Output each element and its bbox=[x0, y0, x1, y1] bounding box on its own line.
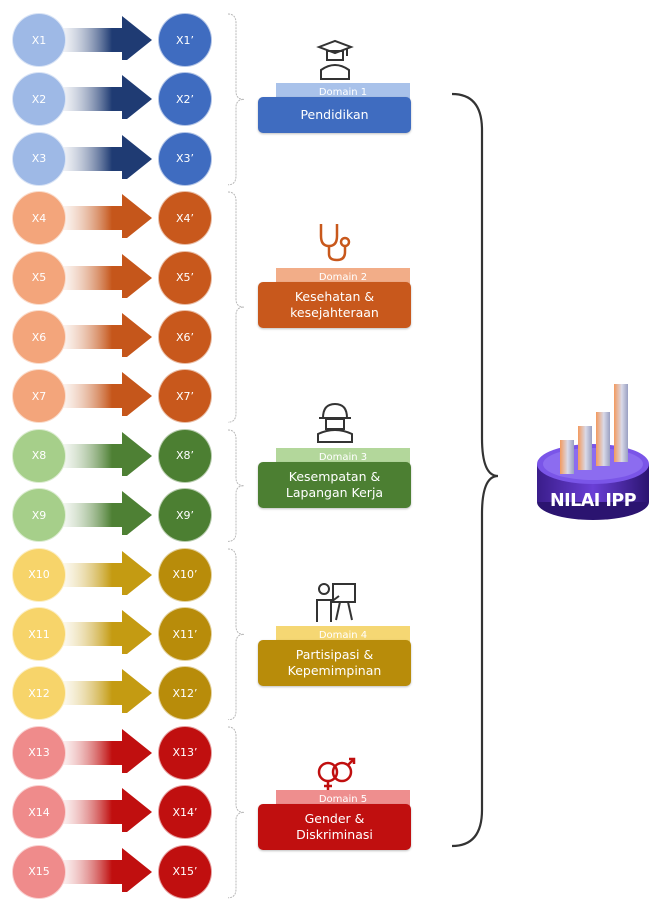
presenter-icon bbox=[316, 583, 356, 622]
input-node: X2 bbox=[12, 72, 66, 127]
domain-tab: Domain 2 bbox=[276, 268, 410, 286]
flow-arrow bbox=[52, 194, 152, 239]
group-brace bbox=[227, 13, 245, 186]
output-node: X12’ bbox=[158, 666, 212, 721]
output-node: X4’ bbox=[158, 191, 212, 246]
output-node: X1’ bbox=[158, 13, 212, 67]
domain-box: Pendidikan bbox=[258, 97, 411, 133]
output-node: X2’ bbox=[158, 72, 212, 127]
graduate-icon bbox=[316, 39, 354, 80]
group-brace bbox=[227, 429, 245, 542]
nilai-ipp-label: NILAI IPP bbox=[549, 491, 637, 511]
domain-tab: Domain 3 bbox=[276, 448, 410, 466]
flow-arrow bbox=[52, 728, 152, 773]
nilai-ipp-badge: NILAI IPP bbox=[534, 374, 652, 524]
input-node: X1 bbox=[12, 13, 66, 67]
input-node: X4 bbox=[12, 191, 66, 246]
group-brace bbox=[227, 191, 245, 423]
worker-helmet-icon bbox=[317, 402, 353, 443]
output-node: X5’ bbox=[158, 250, 212, 305]
flow-arrow bbox=[52, 313, 152, 357]
output-node: X15’ bbox=[158, 844, 212, 899]
group-brace bbox=[227, 548, 245, 720]
domain-box: Kesempatan & Lapangan Kerja bbox=[258, 462, 411, 508]
domain-box: Partisipasi & Kepemimpinan bbox=[258, 640, 411, 686]
input-node: X9 bbox=[12, 488, 66, 543]
input-node: X13 bbox=[12, 725, 66, 780]
input-node: X6 bbox=[12, 310, 66, 364]
input-node: X5 bbox=[12, 250, 66, 305]
output-node: X3’ bbox=[158, 131, 212, 186]
flow-arrow bbox=[52, 253, 152, 298]
flow-arrow bbox=[52, 550, 152, 595]
flow-arrow bbox=[52, 669, 152, 714]
bar-chart-cylinder-icon bbox=[537, 384, 649, 520]
domains-brace bbox=[451, 92, 499, 848]
output-node: X10’ bbox=[158, 547, 212, 602]
input-node: X7 bbox=[12, 369, 66, 424]
flow-arrow bbox=[52, 610, 152, 654]
domain-box: Kesehatan & kesejahteraan bbox=[258, 282, 411, 328]
flow-arrow bbox=[52, 134, 152, 179]
output-node: X6’ bbox=[158, 310, 212, 364]
input-node: X3 bbox=[12, 131, 66, 186]
domain-tab: Domain 5 bbox=[276, 790, 410, 808]
domain-box: Gender & Diskriminasi bbox=[258, 804, 411, 850]
input-node: X8 bbox=[12, 428, 66, 483]
output-node: X9’ bbox=[158, 488, 212, 543]
flow-arrow bbox=[52, 788, 152, 833]
input-node: X12 bbox=[12, 666, 66, 721]
gender-symbol-icon bbox=[317, 757, 356, 790]
group-brace bbox=[227, 726, 245, 899]
output-node: X11’ bbox=[158, 607, 212, 661]
stethoscope-icon bbox=[319, 224, 351, 262]
flow-arrow bbox=[52, 431, 152, 476]
input-node: X11 bbox=[12, 607, 66, 661]
flow-arrow bbox=[52, 16, 152, 60]
flow-arrow bbox=[52, 491, 152, 536]
input-node: X15 bbox=[12, 844, 66, 899]
input-node: X14 bbox=[12, 785, 66, 840]
output-node: X7’ bbox=[158, 369, 212, 424]
domain-tab: Domain 1 bbox=[276, 83, 410, 101]
flow-arrow bbox=[52, 372, 152, 417]
output-node: X14’ bbox=[158, 785, 212, 840]
domain-tab: Domain 4 bbox=[276, 626, 410, 644]
output-node: X8’ bbox=[158, 428, 212, 483]
flow-arrow bbox=[52, 847, 152, 892]
input-node: X10 bbox=[12, 547, 66, 602]
output-node: X13’ bbox=[158, 725, 212, 780]
flow-arrow bbox=[52, 75, 152, 120]
